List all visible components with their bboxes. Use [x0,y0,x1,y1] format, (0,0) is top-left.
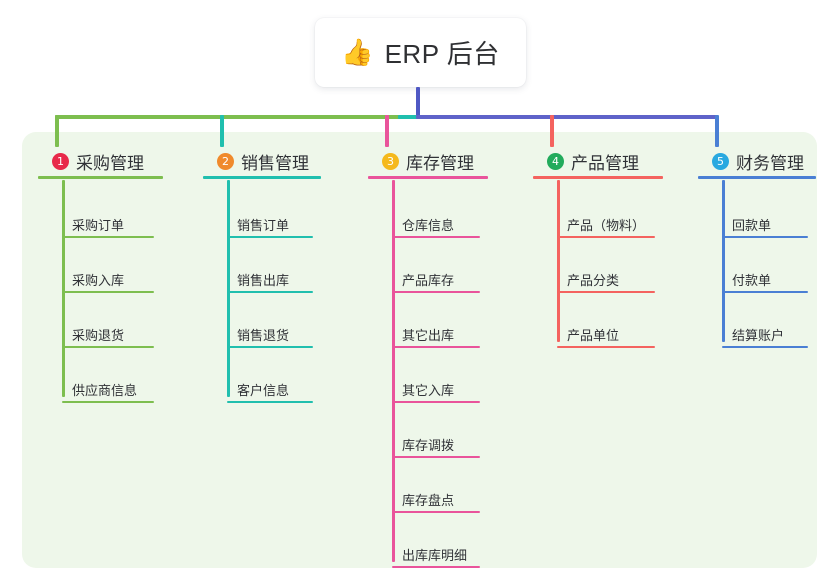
column-4: 4 产品管理产品（物料） 产品分类产品单位 [533,145,663,348]
column-drop-3 [385,115,389,147]
column-title-5: 财务管理 [736,153,804,173]
column-title-3: 库存管理 [406,153,474,173]
leaf-item-label[interactable]: 销售订单 [237,218,290,233]
leaf-item-rule [62,291,154,293]
root-node-label: ERP 后台 [384,39,500,69]
root-connector-vertical [416,87,420,118]
leaf-item-label[interactable]: 销售出库 [237,273,290,288]
column-5: 5 财务管理回款单付款单结算账户 [698,145,816,348]
column-header-rule-1 [38,176,163,179]
column-header-5[interactable]: 5 财务管理 [698,145,816,179]
column-trunk-3 [392,180,395,562]
leaf-item-label[interactable]: 其它入库 [402,383,455,398]
column-body-3: 仓库信息产品库存其它出库其它入库库存调拨库存盘点出库库明细 [368,180,480,568]
column-title-1: 采购管理 [76,153,144,173]
column-drop-1 [55,115,59,147]
leaf-item-rule [392,291,480,293]
trunk-segment-purchase [55,115,400,119]
column-drop-4 [550,115,554,147]
column-body-5: 回款单付款单结算账户 [698,180,808,348]
leaf-item-label[interactable]: 付款单 [732,273,772,288]
column-body-2: 销售订单销售出库销售退货客户信息 [203,180,313,403]
column-drop-2 [220,115,224,147]
column-drop-5 [715,115,719,147]
leaf-item-rule [392,346,480,348]
column-header-rule-2 [203,176,321,179]
leaf-item-label[interactable]: 产品单位 [567,328,620,343]
leaf-item-label[interactable]: 库存调拨 [402,438,455,453]
thumbs-up-emoji: 👍 [341,37,374,68]
leaf-item-rule [722,236,808,238]
leaf-item-rule [62,346,154,348]
leaf-item-rule [227,291,313,293]
column-trunk-4 [557,180,560,342]
leaf-item-rule [557,291,655,293]
leaf-item-label[interactable]: 产品分类 [567,273,620,288]
column-body-4: 产品（物料） 产品分类产品单位 [533,180,655,348]
leaf-item-rule [62,236,154,238]
column-1: 1 采购管理采购订单采购入库采购退货供应商信息 [38,145,163,403]
leaf-item-label[interactable]: 仓库信息 [402,218,455,233]
leaf-item-label[interactable]: 其它出库 [402,328,455,343]
leaf-item-rule [227,236,313,238]
leaf-item-rule [392,236,480,238]
leaf-item-rule [722,291,808,293]
column-badge-5: 5 [712,152,729,170]
diagram-background-panel [22,132,817,568]
leaf-item-rule [392,511,480,513]
column-header-rule-4 [533,176,663,179]
leaf-item-rule [392,401,480,403]
column-3: 3 库存管理仓库信息产品库存其它出库其它入库库存调拨库存盘点出库库明细 [368,145,488,568]
column-badge-4: 4 [547,152,564,170]
column-body-1: 采购订单采购入库采购退货供应商信息 [38,180,154,403]
column-2: 2 销售管理销售订单销售出库销售退货客户信息 [203,145,321,403]
leaf-item-label[interactable]: 销售退货 [237,328,290,343]
column-title-2: 销售管理 [241,153,309,173]
column-trunk-2 [227,180,230,397]
leaf-item-rule [557,346,655,348]
leaf-item-label[interactable]: 回款单 [732,218,772,233]
column-trunk-1 [62,180,65,397]
leaf-item-rule [557,236,655,238]
leaf-item-rule [392,456,480,458]
column-header-4[interactable]: 4 产品管理 [533,145,663,179]
trunk-segment-right [416,115,717,119]
leaf-item-label[interactable]: 采购退货 [72,328,125,343]
column-badge-3: 3 [382,152,399,170]
column-header-3[interactable]: 3 库存管理 [368,145,488,179]
column-header-rule-3 [368,176,488,179]
leaf-item-label[interactable]: 客户信息 [237,383,290,398]
root-node[interactable]: 👍 ERP 后台 [315,18,526,87]
leaf-item-label[interactable]: 出库库明细 [402,548,468,563]
column-header-rule-5 [698,176,816,179]
column-badge-1: 1 [52,152,69,170]
column-trunk-5 [722,180,725,342]
leaf-item-rule [227,401,313,403]
column-badge-2: 2 [217,152,234,170]
leaf-item-label[interactable]: 采购入库 [72,273,125,288]
leaf-item-label[interactable]: 库存盘点 [402,493,455,508]
column-header-2[interactable]: 2 销售管理 [203,145,321,179]
column-title-4: 产品管理 [571,153,639,173]
leaf-item-rule [62,401,154,403]
leaf-item-label[interactable]: 采购订单 [72,218,125,233]
column-header-1[interactable]: 1 采购管理 [38,145,163,179]
leaf-item-label[interactable]: 供应商信息 [72,383,138,398]
leaf-item-rule [722,346,808,348]
leaf-item-rule [392,566,480,568]
leaf-item-label[interactable]: 产品（物料） [567,218,646,233]
leaf-item-rule [227,346,313,348]
leaf-item-label[interactable]: 结算账户 [732,328,785,343]
leaf-item-label[interactable]: 产品库存 [402,273,455,288]
